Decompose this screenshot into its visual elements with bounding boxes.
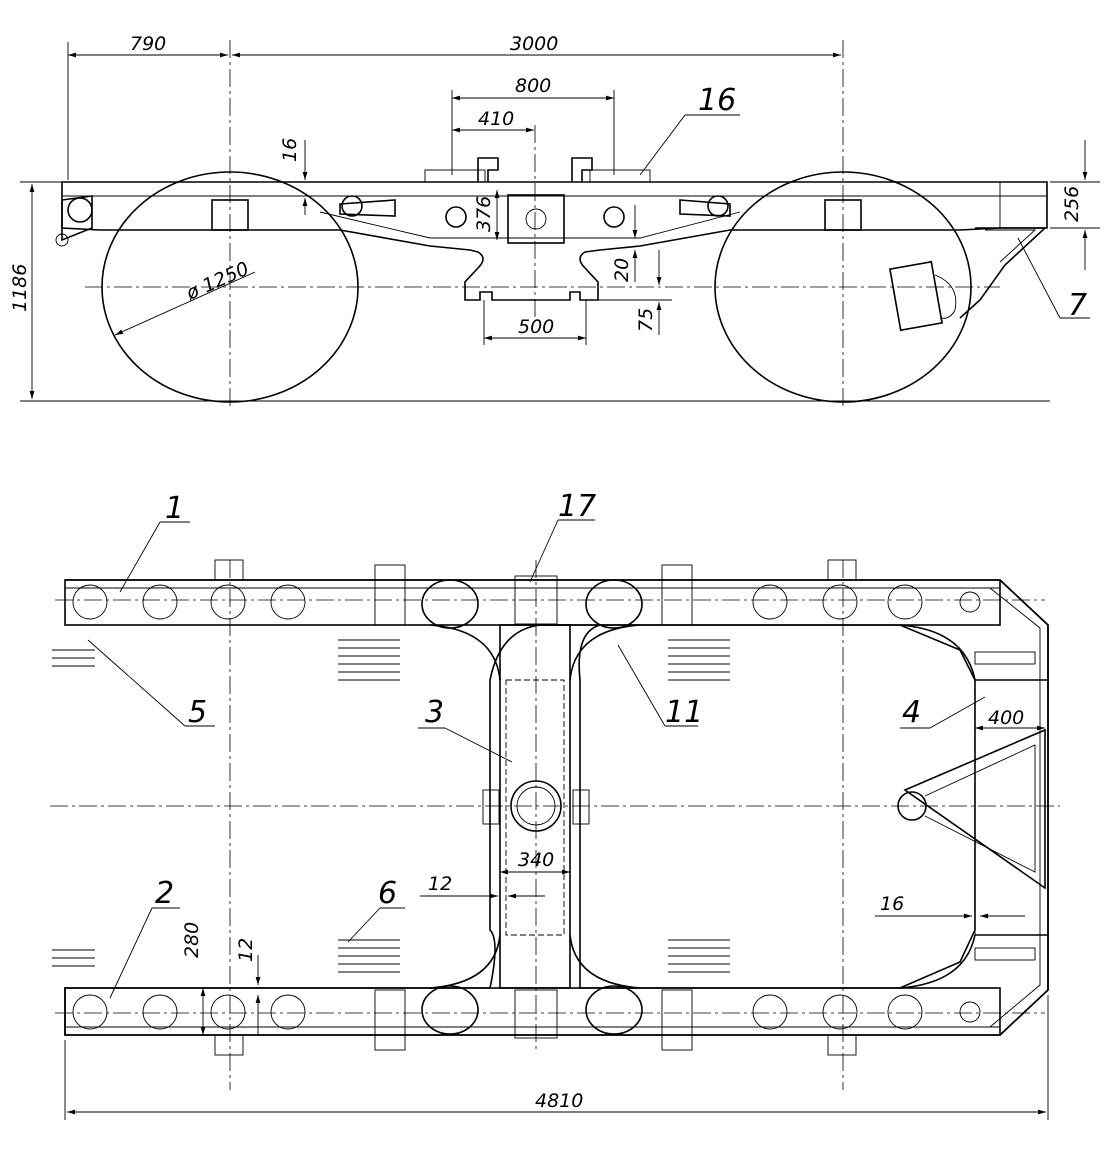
brake-cylinder <box>889 260 943 332</box>
corner-curve <box>899 624 976 681</box>
dim-256: 256 <box>1061 186 1083 222</box>
center-pivot-plate <box>507 194 565 244</box>
spring-stacks <box>52 639 730 973</box>
corner-curve <box>899 934 976 989</box>
callout-3: 3 <box>425 695 444 730</box>
center-pivot-hole <box>525 208 547 230</box>
dim-1250: ø 1250 <box>182 258 252 305</box>
bracket-right <box>571 157 593 182</box>
right-end-inner <box>989 587 1041 1028</box>
side-lug <box>572 789 590 825</box>
side-lug <box>482 789 500 825</box>
end-pin-small <box>55 233 69 247</box>
center-beam-fillet <box>429 934 501 989</box>
link-right <box>679 199 731 217</box>
dim-800: 800 <box>515 75 551 97</box>
end-slot <box>974 651 1036 665</box>
top-beam-holes <box>72 564 981 629</box>
link-pin <box>707 195 729 217</box>
leader-2 <box>109 907 153 999</box>
left-axlebox <box>211 199 249 231</box>
leader-1 <box>119 521 161 593</box>
leader-3 <box>444 727 513 763</box>
dim-790: 790 <box>130 33 166 55</box>
callout-7: 7 <box>1068 288 1087 323</box>
dim-376: 376 <box>473 196 495 232</box>
end-pin <box>67 197 93 223</box>
leader-5 <box>87 639 186 727</box>
dim-4810: 4810 <box>535 1090 583 1112</box>
top-side-beam <box>64 579 1001 626</box>
center-transverse-beam <box>499 624 571 989</box>
dim-1186: 1186 <box>9 264 31 312</box>
callout-6: 6 <box>378 876 397 911</box>
leader-7 <box>1017 237 1061 319</box>
plan-view: 1 2 3 4 5 6 11 17 400 340 12 <box>50 489 1060 1120</box>
callout-2: 2 <box>155 876 174 911</box>
axlebox-lug <box>827 559 857 581</box>
frame-web-line <box>319 211 741 239</box>
frame-hole <box>445 206 467 228</box>
dim-500: 500 <box>518 316 554 338</box>
center-beam-fillet <box>569 624 641 681</box>
callout-11: 11 <box>665 695 703 730</box>
right-axlebox <box>824 199 862 231</box>
dim-12-left: 12 <box>235 938 257 962</box>
side-view: 790 3000 800 410 16 16 376 20 75 500 <box>9 33 1100 410</box>
callout-5: 5 <box>188 695 207 730</box>
center-pivot-hole <box>510 780 562 832</box>
bracket-left <box>477 157 499 182</box>
dim-20: 20 <box>611 258 633 282</box>
callout-17: 17 <box>558 489 596 524</box>
end-slot <box>974 947 1036 961</box>
link-pin <box>341 195 363 217</box>
leader-4 <box>929 696 986 729</box>
dim-16-top: 16 <box>279 138 301 162</box>
spring-pocket-left <box>424 169 486 183</box>
spring-pocket-right <box>589 169 651 183</box>
right-end-beam <box>999 579 1049 1036</box>
axlebox-lug <box>214 559 244 581</box>
end-plate <box>974 679 1049 936</box>
center-pivot-inner <box>516 786 556 826</box>
center-beam-inner <box>505 679 565 936</box>
leader-6 <box>347 907 381 943</box>
brake-bracket-inner <box>985 229 1037 263</box>
center-beam-fillet <box>429 624 501 681</box>
dim-16-right: 16 <box>880 893 904 915</box>
dim-3000: 3000 <box>510 33 558 55</box>
bottom-side-beam <box>64 987 1001 1036</box>
dim-1250-line <box>114 271 256 336</box>
dim-75: 75 <box>635 308 657 332</box>
callout-16: 16 <box>698 83 736 118</box>
center-beam-fillet <box>569 934 641 989</box>
frame-hole <box>603 206 625 228</box>
leader-11 <box>617 644 666 727</box>
side-frame <box>61 181 1048 301</box>
callout-1: 1 <box>165 491 184 526</box>
leader-17 <box>529 519 559 583</box>
brake-triangle-inner <box>924 744 1036 873</box>
brake-pivot <box>897 791 927 821</box>
link-left <box>339 199 396 217</box>
dim-410: 410 <box>478 108 514 130</box>
dim-400: 400 <box>988 707 1024 729</box>
dim-340: 340 <box>518 849 554 871</box>
dim-12-mid: 12 <box>428 873 452 895</box>
brake-bracket <box>959 227 1048 319</box>
brake-triangle <box>903 728 1046 890</box>
axlebox-lug <box>827 1034 857 1056</box>
end-bracket <box>61 195 93 242</box>
dim-280: 280 <box>181 922 203 958</box>
leader-16 <box>639 114 686 176</box>
frame-outline-path <box>64 579 1049 1036</box>
axlebox-lug <box>214 1034 244 1056</box>
brake-hose <box>934 274 957 319</box>
callout-4: 4 <box>902 695 921 730</box>
bottom-beam-holes <box>72 985 981 1051</box>
